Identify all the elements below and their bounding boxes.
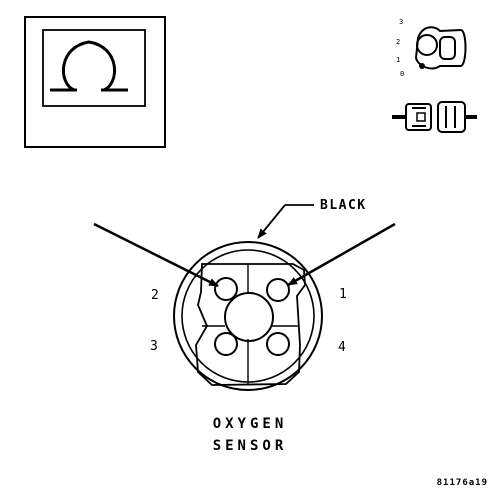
pin-label-1: 1 — [339, 287, 347, 302]
connector-outer-ring — [173, 241, 323, 391]
ignition-position-1: 1 — [396, 56, 400, 64]
meter-display — [42, 29, 146, 107]
connector-center-post — [224, 292, 274, 342]
probe-arrow-left — [93, 222, 219, 288]
key-position-dot — [419, 63, 425, 69]
meter-frame — [24, 16, 166, 148]
key-slot — [439, 36, 456, 60]
pin-terminal-1 — [266, 278, 290, 302]
ignition-position-3: 3 — [399, 18, 403, 26]
wire-color-callout: BLACK — [257, 198, 367, 239]
ignition-position-0: 0 — [400, 70, 404, 78]
oxygen-sensor-connector — [173, 241, 323, 391]
key-cylinder — [416, 34, 438, 56]
wire-color-label: BLACK — [320, 198, 367, 213]
connector-title-line1: OXYGEN — [213, 416, 288, 432]
figure-id: 81176a19 — [437, 478, 488, 488]
ignition-key-icon: 3 2 1 0 — [396, 18, 467, 78]
ohm-symbol-icon — [50, 40, 128, 92]
probe-arrow-right — [287, 222, 396, 287]
pin-terminal-3 — [214, 332, 238, 356]
pin-terminal-2 — [214, 277, 238, 301]
pin-label-4: 4 — [338, 340, 346, 355]
pin-terminal-4 — [266, 332, 290, 356]
pin-label-2: 2 — [151, 288, 159, 303]
disconnected-connector-icon — [392, 101, 477, 133]
ohm-meter-symbol — [24, 16, 166, 148]
pin-label-3: 3 — [150, 339, 158, 354]
wire-color-leader — [257, 204, 286, 239]
ignition-position-2: 2 — [396, 38, 400, 46]
connector-title-line2: SENSOR — [213, 438, 288, 454]
